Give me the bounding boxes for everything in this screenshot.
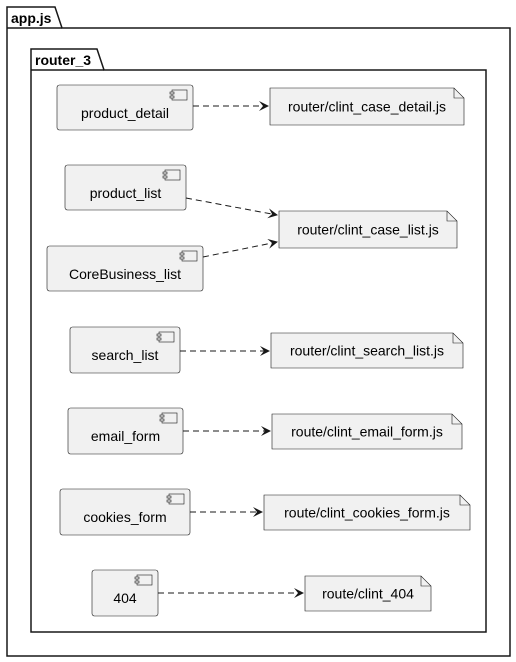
component-label: cookies_form — [83, 509, 166, 525]
component-node[interactable]: product_list — [64, 164, 187, 211]
file-node[interactable]: router/clint_case_detail.js — [269, 87, 465, 126]
file-node[interactable]: router/clint_search_list.js — [270, 332, 464, 369]
file-label: route/clint_cookies_form.js — [284, 505, 450, 521]
component-node[interactable]: CoreBusiness_list — [46, 245, 204, 292]
dependency-links — [158, 101, 304, 598]
component-label: email_form — [91, 428, 160, 444]
component-label: product_detail — [81, 105, 169, 121]
component-icon — [169, 89, 188, 101]
component-node[interactable]: cookies_form — [59, 488, 191, 536]
file-box — [271, 413, 463, 450]
component-box — [59, 488, 191, 536]
component-node[interactable]: product_detail — [56, 84, 194, 131]
file-box — [270, 332, 464, 369]
package-app-js: app.js — [6, 6, 511, 657]
file-label: router/clint_search_list.js — [290, 343, 444, 359]
file-box — [263, 494, 471, 531]
file-node[interactable]: router/clint_case_list.js — [278, 210, 458, 249]
file-box — [278, 210, 458, 249]
component-node[interactable]: 404 — [91, 569, 159, 617]
package-router-3: router_3 — [30, 48, 487, 633]
file-label: router/clint_case_detail.js — [288, 99, 446, 115]
files: router/clint_case_detail.js router/clint_… — [263, 87, 471, 612]
component-icon — [179, 250, 198, 262]
component-box — [56, 84, 194, 131]
component-node[interactable]: email_form — [67, 407, 184, 455]
file-box — [269, 87, 465, 126]
dependency-arrow-c2-f2 — [185, 197, 278, 219]
file-label: router/clint_case_list.js — [297, 222, 439, 238]
component-icon — [162, 169, 181, 181]
component-label: CoreBusiness_list — [69, 266, 181, 282]
file-fold-icon — [420, 576, 431, 587]
file-box — [304, 575, 432, 612]
component-box — [69, 326, 181, 374]
file-fold-icon — [446, 211, 457, 222]
component-label: search_list — [92, 347, 159, 363]
file-label: route/clint_email_form.js — [291, 424, 443, 440]
component-icon — [166, 493, 185, 505]
dependency-arrow-c3-f2 — [202, 238, 278, 258]
file-fold-icon — [452, 333, 463, 344]
component-label: 404 — [113, 590, 137, 606]
file-node[interactable]: route/clint_email_form.js — [271, 413, 463, 450]
file-node[interactable]: route/clint_cookies_form.js — [263, 494, 471, 531]
package-router-3-label: router_3 — [35, 52, 91, 68]
components: product_detail product_listCoreBusiness_l… — [46, 84, 204, 617]
file-label: route/clint_404 — [322, 586, 414, 602]
file-fold-icon — [453, 88, 464, 99]
component-node[interactable]: search_list — [69, 326, 181, 374]
component-icon — [156, 331, 175, 343]
component-box — [67, 407, 184, 455]
file-node[interactable]: route/clint_404 — [304, 575, 432, 612]
component-label: product_list — [90, 185, 162, 201]
component-box — [64, 164, 187, 211]
file-fold-icon — [451, 414, 462, 425]
component-icon — [134, 574, 153, 586]
component-icon — [159, 412, 178, 424]
component-box — [46, 245, 204, 292]
package-app-js-label: app.js — [11, 10, 52, 26]
file-fold-icon — [459, 495, 470, 506]
